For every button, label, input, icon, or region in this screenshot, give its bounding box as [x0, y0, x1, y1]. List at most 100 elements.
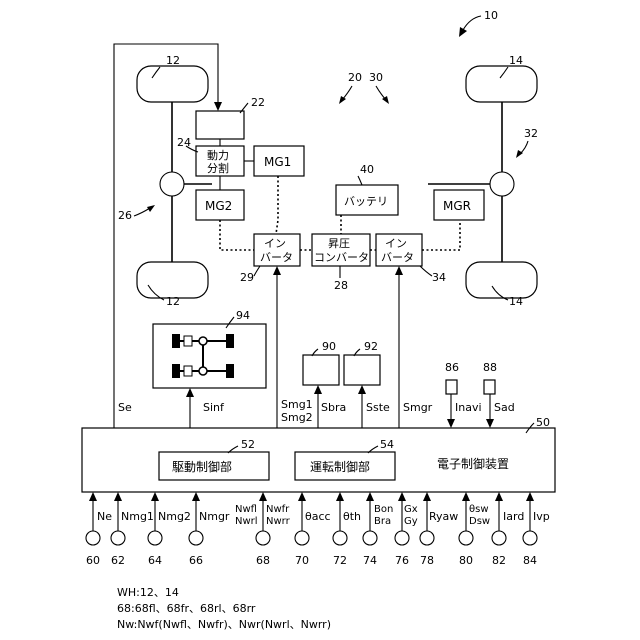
ref-driving-ctrl: 54	[380, 438, 394, 451]
input-label-ryaw: Ryaw	[429, 510, 458, 523]
ecu-label: 電子制御装置	[437, 456, 509, 471]
ref-sensor-68: 68	[256, 554, 270, 567]
arrowhead-sste	[358, 385, 366, 394]
boost-converter-label-2: コンバータ	[314, 251, 369, 264]
power-line-inverter-mgr	[422, 220, 460, 250]
inverter-front-label-2: バータ	[260, 251, 293, 264]
legend-line-3: Nw:Nwf(Nwfl、Nwfr)、Nwr(Nwrl、Nwrr)	[117, 618, 331, 631]
input-label-nwrr: Nwrr	[266, 516, 291, 527]
driving-ctrl-label: 運転制御部	[310, 459, 370, 474]
ref-sensor-76: 76	[395, 554, 409, 567]
ref-display: 94	[236, 309, 250, 322]
signal-label-smgr: Smgr	[403, 401, 433, 414]
box-90	[303, 355, 339, 385]
wheel-rear-bottom	[466, 262, 537, 298]
input-label-dsw: Dsw	[469, 516, 490, 527]
input-label-nwrl: Nwrl	[235, 516, 258, 527]
ref-front-system: 26	[118, 209, 132, 222]
ref-box-92: 92	[364, 340, 378, 353]
power-line-mg1-inverter	[276, 176, 278, 234]
signal-label-sinf: Sinf	[203, 401, 225, 414]
leader-inverter-rear	[420, 266, 432, 276]
ref-drive: 30	[369, 71, 383, 84]
arrowhead-se	[214, 102, 222, 111]
ref-inverter-front: 29	[240, 271, 254, 284]
ref-sensor-70: 70	[295, 554, 309, 567]
drive-ctrl-label: 駆動制御部	[172, 459, 232, 474]
ref-wheel-rear-top: 14	[509, 54, 523, 67]
input-label-gx: Gx	[404, 504, 418, 515]
ref-sensor-66: 66	[189, 554, 203, 567]
ref-wheel-front-top: 12	[166, 54, 180, 67]
ref-wheel-front-bottom: 12	[166, 295, 180, 308]
wheel-rear-top	[466, 66, 537, 102]
arrowhead-smgr	[395, 266, 403, 275]
legend-line-1: WH:12、14	[117, 586, 179, 599]
arrowhead-sad	[486, 419, 494, 428]
input-label-theta-th: θth	[343, 510, 361, 523]
front-differential	[160, 172, 184, 196]
ref-sensor-72: 72	[333, 554, 347, 567]
input-label-iard: Iard	[503, 510, 524, 523]
inverter-rear-label-2: バータ	[381, 251, 414, 264]
engine-box	[196, 111, 244, 139]
arrowhead-smg	[273, 266, 281, 275]
ref-box-90: 90	[322, 340, 336, 353]
arrowhead-sinf	[186, 388, 194, 397]
arrowhead-vehicle	[459, 27, 467, 37]
signal-label-sad: Sad	[494, 401, 515, 414]
ref-sensor-74: 74	[363, 554, 377, 567]
boost-converter-label-1: 昇圧	[328, 237, 350, 250]
leader-vehicle	[463, 16, 481, 30]
mgr-label: MGR	[443, 199, 471, 213]
ref-sensor-78: 78	[420, 554, 434, 567]
input-label-nwfr: Nwfr	[266, 504, 290, 515]
power-line-mg2-inverter	[220, 220, 254, 250]
ref-sensor-64: 64	[148, 554, 162, 567]
ref-sensor-82: 82	[492, 554, 506, 567]
mg2-label: MG2	[205, 199, 232, 213]
ref-sensor-88: 88	[483, 361, 497, 374]
leader-inverter-front	[254, 266, 260, 276]
arrowhead-front-system	[147, 205, 155, 212]
ref-rear-system: 32	[524, 127, 538, 140]
signal-label-sste: Sste	[366, 401, 390, 414]
sensor-88-box	[484, 380, 495, 394]
signal-label-sbra: Sbra	[321, 401, 346, 414]
ref-vehicle: 10	[484, 9, 498, 22]
inverter-rear-label-1: イン	[385, 237, 407, 250]
input-label-bra: Bra	[374, 516, 391, 527]
input-label-nmg2: Nmg2	[158, 510, 191, 523]
ref-power-split: 24	[177, 136, 191, 149]
power-split-label-2: 分割	[207, 161, 229, 175]
inverter-front-label-1: イン	[264, 237, 286, 250]
ref-sensor-86: 86	[445, 361, 459, 374]
ref-inverter-rear: 34	[432, 271, 446, 284]
ref-drive-ctrl: 52	[241, 438, 255, 451]
input-label-nmg1: Nmg1	[121, 510, 154, 523]
ref-sensor-80: 80	[459, 554, 473, 567]
box-92	[344, 355, 380, 385]
legend-line-2: 68:68fl、68fr、68rl、68rr	[117, 602, 256, 615]
wheel-front-top	[137, 66, 208, 102]
signal-label-se: Se	[118, 401, 132, 414]
ref-boost-converter: 28	[334, 279, 348, 292]
ref-wheel-rear-bottom: 14	[509, 295, 523, 308]
display-box	[153, 324, 266, 388]
signal-label-smg2: Smg2	[281, 411, 313, 424]
input-label-nmgr: Nmgr	[199, 510, 230, 523]
ref-ecu: 50	[536, 416, 550, 429]
input-label-theta-sw: θsw	[469, 504, 489, 515]
battery-label: バッテリ	[344, 195, 388, 208]
input-label-nwfl: Nwfl	[235, 504, 257, 515]
ref-engine: 22	[251, 96, 265, 109]
input-label-bon: Bon	[374, 504, 393, 515]
ref-sensor-62: 62	[111, 554, 125, 567]
ref-sensor-60: 60	[86, 554, 100, 567]
leader-front-system	[134, 208, 150, 216]
ref-sensor-84: 84	[523, 554, 537, 567]
input-label-ivp: Ivp	[533, 510, 550, 523]
wheel-front-bottom	[137, 262, 208, 298]
signal-label-inavi: Inavi	[455, 401, 482, 414]
